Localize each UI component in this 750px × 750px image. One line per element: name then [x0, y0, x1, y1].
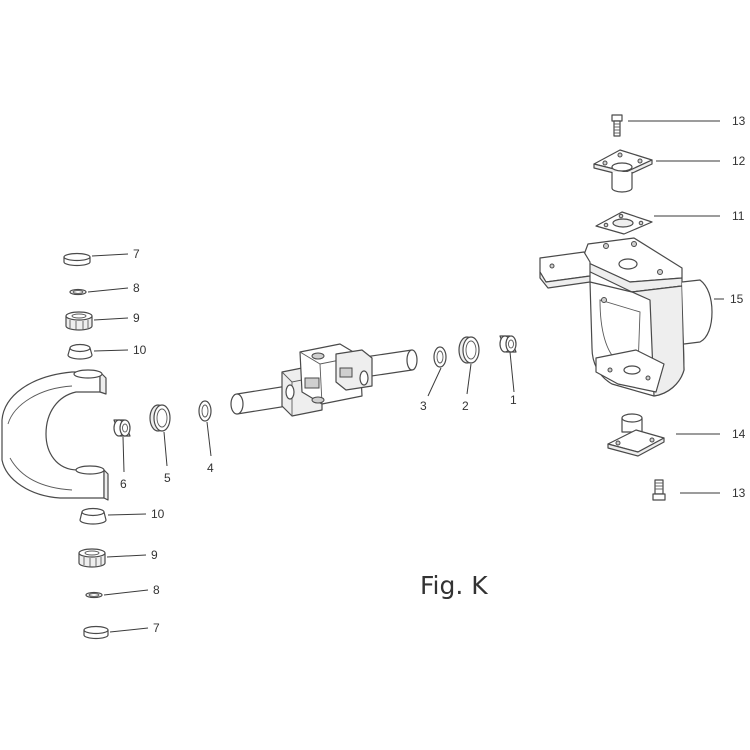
callout-8-bottom: 8: [153, 583, 160, 597]
callout-7-top: 7: [133, 247, 140, 261]
drive-shaft-assembly: [230, 343, 418, 417]
part-14-flange-cap: [607, 413, 665, 457]
callout-2: 2: [462, 399, 469, 413]
callout-11: 11: [732, 209, 745, 223]
part-6-bushing: [113, 419, 131, 437]
part-3-washer: [433, 346, 447, 368]
part-7-cap-top: [63, 252, 91, 267]
part-10-bushing-top: [67, 343, 93, 360]
part-9-bearing-top: [65, 311, 93, 331]
callout-13-bottom: 13: [732, 486, 746, 500]
callout-1: 1: [510, 393, 517, 407]
part-10-bushing-bottom: [79, 507, 107, 525]
callout-8-top: 8: [133, 281, 140, 295]
part-12-flange-cap: [593, 149, 653, 193]
callout-9-top: 9: [133, 311, 140, 325]
callout-3: 3: [420, 399, 427, 413]
part-4-washer: [198, 400, 212, 422]
part-1-bushing: [499, 335, 517, 353]
callout-7-bottom: 7: [153, 621, 160, 635]
figure-caption: Fig. K: [420, 571, 488, 600]
part-13-bolt-bottom: [652, 479, 666, 501]
callout-9-bottom: 9: [151, 548, 158, 562]
part-8-ring-top: [69, 288, 87, 296]
callout-13-top: 13: [732, 114, 746, 128]
part-5-seal-ring: [149, 404, 171, 432]
part-11-gasket: [595, 211, 653, 235]
callout-14: 14: [732, 427, 746, 441]
part-7-cap-bottom: [83, 625, 109, 640]
yoke-housing: [1, 369, 109, 501]
part-2-seal-ring: [458, 336, 480, 364]
callout-15: 15: [730, 292, 744, 306]
callout-10-top: 10: [133, 343, 147, 357]
callout-5: 5: [164, 471, 171, 485]
part-13-bolt-top: [611, 114, 623, 137]
callout-6: 6: [120, 477, 127, 491]
part-8-ring-bottom: [85, 591, 103, 599]
callout-10-bottom: 10: [151, 507, 165, 521]
part-15-knuckle-housing: [539, 237, 713, 397]
callout-12: 12: [732, 154, 746, 168]
part-9-bearing-bottom: [78, 548, 106, 568]
callout-4: 4: [207, 461, 214, 475]
leader-lines: [87, 120, 724, 633]
